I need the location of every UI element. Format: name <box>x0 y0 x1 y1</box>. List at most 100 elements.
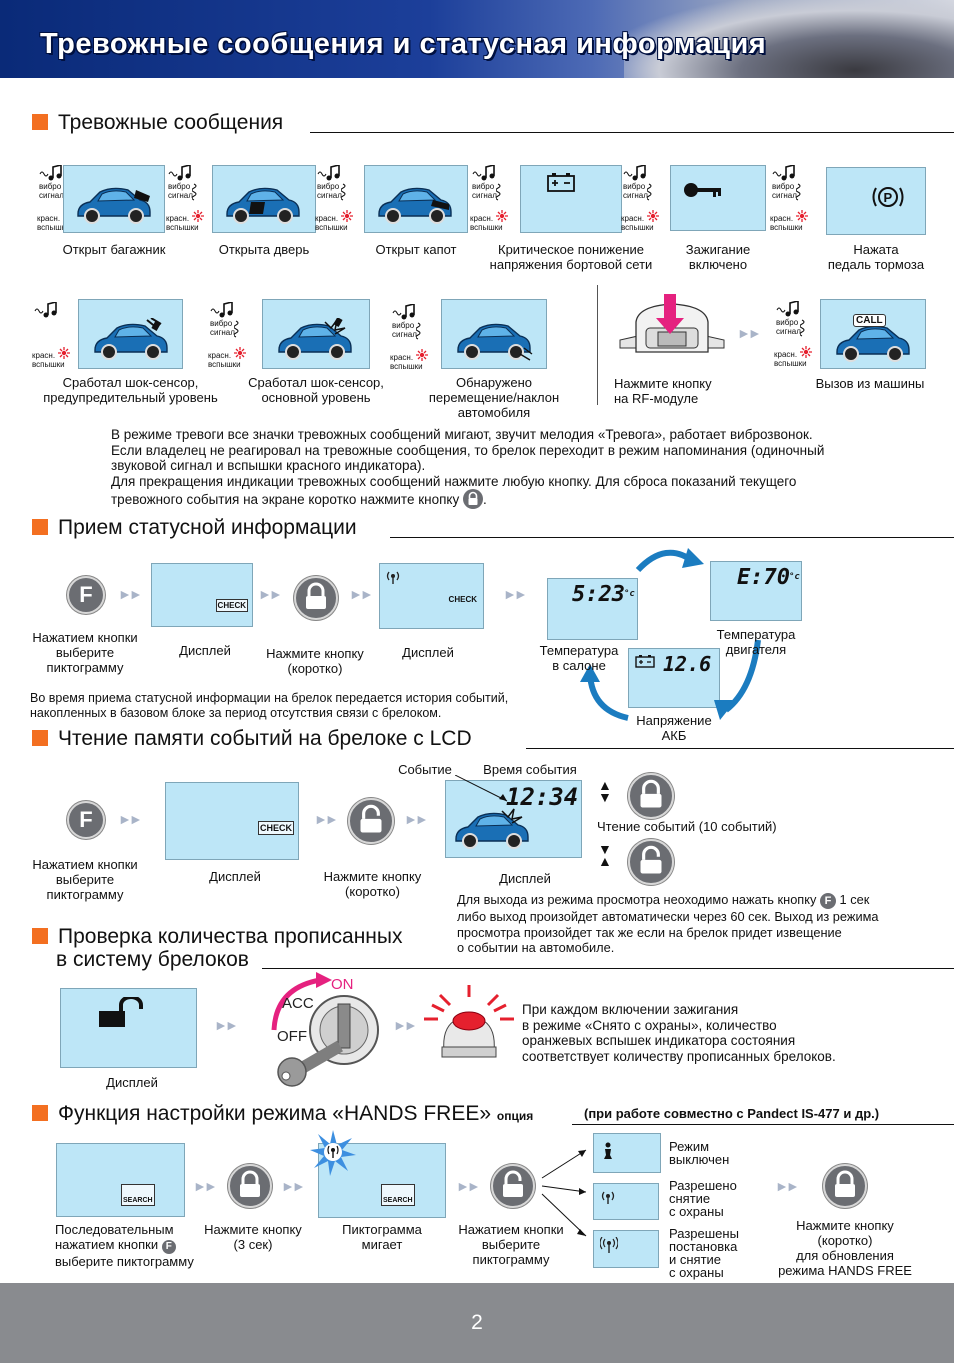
event-pointer <box>454 774 515 805</box>
section-rule <box>572 1124 954 1125</box>
signal-label: сигнал <box>317 191 342 200</box>
next-arrows: ►► <box>258 586 283 602</box>
next-arrows: ►► <box>737 325 762 341</box>
next-arrows: ►► <box>503 586 528 602</box>
on-label: ON <box>331 976 354 993</box>
car-shock-warning-icon <box>91 317 171 367</box>
mode-off-display <box>593 1133 661 1173</box>
keyfob-display <box>60 988 197 1068</box>
alarm-display <box>78 299 183 369</box>
next-arrows: ►► <box>193 1178 218 1194</box>
vibro-label: вибро <box>317 182 340 191</box>
next-arrows: ►► <box>393 1017 418 1033</box>
search-icon: SEARCH <box>121 1184 155 1206</box>
flashes-label: вспышки <box>774 359 807 368</box>
section-handsfree-title: Функция настройки режима «HANDS FREE» оп… <box>32 1102 533 1126</box>
handsfree-display-1: SEARCH <box>56 1143 185 1217</box>
red-label: красн. <box>32 351 56 360</box>
orange-square-icon <box>32 1105 48 1121</box>
vibro-label: вибро <box>776 318 799 327</box>
vibro-label: вибро <box>772 182 795 191</box>
sound-note-icon <box>472 163 496 186</box>
car-call-icon <box>833 320 913 369</box>
next-arrows: ►► <box>349 586 374 602</box>
alarm-display <box>670 165 766 231</box>
handsfree-note: (при работе совместно с Pandect IS-477 и… <box>584 1106 880 1121</box>
red-led-icon <box>796 209 808 227</box>
section-rule <box>262 968 954 969</box>
sound-note-icon <box>168 163 192 186</box>
orange-square-icon <box>32 114 48 130</box>
antenna-icon <box>600 1190 616 1209</box>
vibration-icon <box>233 320 242 343</box>
red-label: красн. <box>37 214 61 223</box>
temp-engine-display: E:70 °c <box>710 561 802 621</box>
memory-caption-display: Дисплей <box>209 869 261 884</box>
unlock-button-icon <box>348 798 394 844</box>
off-label: OFF <box>277 1028 307 1045</box>
signal-label: сигнал <box>776 327 801 336</box>
vibro-label: вибро <box>168 182 191 191</box>
vibro-label: вибро <box>623 182 646 191</box>
red-led-icon <box>192 209 204 227</box>
voltage-display: 12.6 <box>628 648 720 708</box>
handsfree-caption-2: Нажмите кнопку(3 сек) <box>204 1222 302 1252</box>
call-badge: CALL <box>853 314 886 327</box>
vibration-icon <box>795 183 804 206</box>
call-display: CALL <box>820 299 926 369</box>
alarm-description: В режиме тревоги все значки тревожных со… <box>111 427 825 509</box>
page-title: Тревожные сообщения и статусная информац… <box>40 28 767 60</box>
ignition-key-icon <box>683 182 723 203</box>
f-button-icon: F <box>69 803 103 837</box>
alarm-caption: Открыт капот <box>375 242 457 257</box>
next-arrows: ►► <box>281 1178 306 1194</box>
section-keyfobs-title: Проверка количества прописанных в систем… <box>32 925 403 971</box>
alarm-display: P <box>826 167 926 235</box>
handsfree-display-2: SEARCH <box>318 1143 446 1218</box>
next-arrows: ►► <box>404 811 429 827</box>
red-label: красн. <box>470 214 494 223</box>
flashes-label: вспышки <box>770 223 803 232</box>
sound-note-icon <box>776 299 800 322</box>
svg-text:P: P <box>884 190 893 205</box>
cycle-arrows <box>570 540 770 730</box>
red-label: красн. <box>315 214 339 223</box>
next-arrows: ►► <box>118 586 143 602</box>
signal-label: сигнал <box>392 330 417 339</box>
car-trunk-icon <box>74 182 154 231</box>
check-icon: CHECK <box>257 821 294 835</box>
orange-square-icon <box>32 519 48 535</box>
red-led-icon <box>341 209 353 227</box>
red-led-icon <box>800 345 812 363</box>
page-number: 2 <box>471 1311 483 1334</box>
temp-cabin-display: 5:23 °c <box>547 578 638 640</box>
page-footer: 2 <box>0 1283 954 1363</box>
section-memory-title: Чтение памяти событий на брелоке с LCD <box>32 727 472 751</box>
red-label: красн. <box>390 353 414 362</box>
keyfob-caption-display: Дисплей <box>106 1075 158 1090</box>
f-button-icon: F <box>69 578 103 612</box>
lock-button-icon <box>462 489 483 509</box>
vibro-label: вибро <box>392 321 415 330</box>
car-shock-main-icon <box>275 317 355 367</box>
mode-branch-arrows <box>538 1140 594 1270</box>
signal-label: сигнал <box>623 191 648 200</box>
next-arrows: ►► <box>775 1178 800 1194</box>
person-icon <box>602 1142 614 1165</box>
call-caption: Вызов из машины <box>815 376 925 391</box>
event-label: Событие <box>398 762 452 777</box>
next-arrows: ►► <box>456 1178 481 1194</box>
scroll-down-arrows: ▼▲ <box>598 841 612 869</box>
orange-square-icon <box>32 730 48 746</box>
handsfree-caption-1: Последовательным нажатием кнопки F выбер… <box>55 1222 194 1269</box>
signal-label: сигнал <box>472 191 497 200</box>
vibration-icon <box>799 319 808 342</box>
red-led-icon <box>58 346 70 364</box>
lock-button-icon <box>228 1164 272 1208</box>
